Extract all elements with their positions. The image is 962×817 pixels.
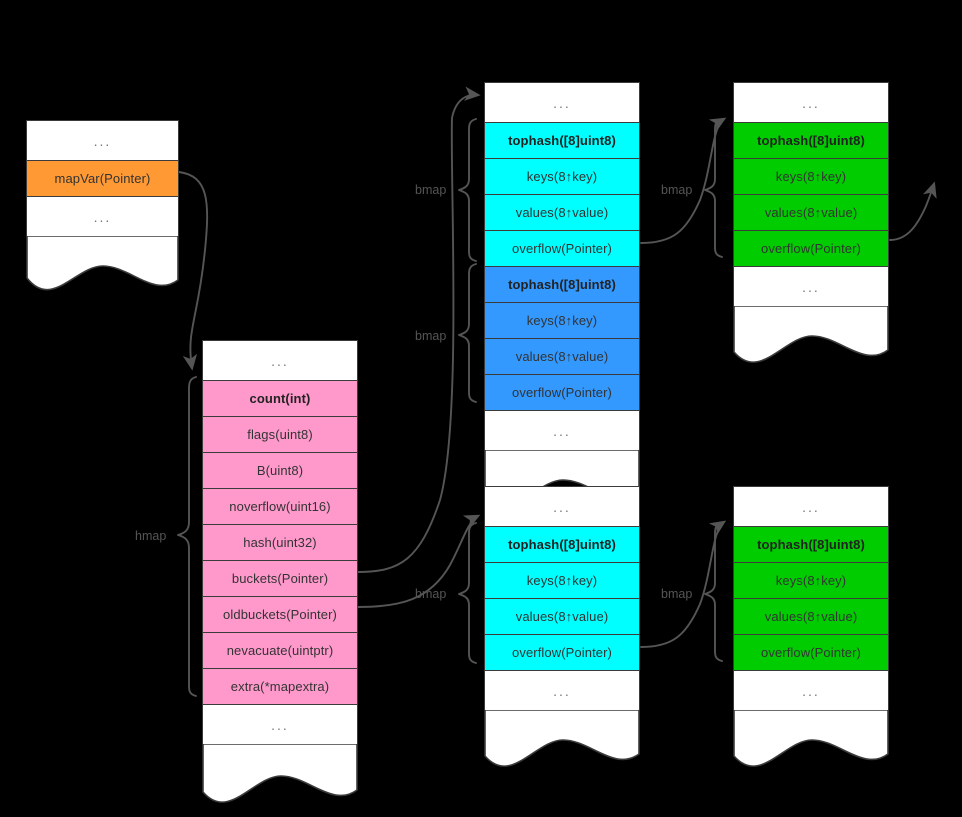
hmap-row-extra[interactable]: extra(*mapextra) — [202, 668, 358, 704]
brace-bmap-blue — [458, 263, 477, 403]
stack-row-mapvar[interactable]: mapVar(Pointer) — [26, 160, 179, 196]
brace-label-hmap: hmap — [135, 529, 167, 543]
arrow-overflow-bottom — [640, 520, 727, 648]
brace-bmap-green-bottom — [704, 522, 723, 662]
ovbot-row-tophash[interactable]: tophash([8]uint8) — [733, 526, 889, 562]
oldbuckets-row-ellipsis-bottom: ... — [484, 670, 640, 710]
ovbot-row-values[interactable]: values(8↑value) — [733, 598, 889, 634]
overflow-bucket-top-box: ... tophash([8]uint8) keys(8↑key) values… — [733, 82, 889, 370]
buckets-row-values-2[interactable]: values(8↑value) — [484, 338, 640, 374]
arrow-mapvar-to-hmap — [178, 171, 209, 371]
oldbuckets-torn-edge — [484, 710, 640, 774]
overflow-bucket-bottom-box: ... tophash([8]uint8) keys(8↑key) values… — [733, 486, 889, 774]
buckets-row-ellipsis-bottom: ... — [484, 410, 640, 450]
brace-bmap-cyan-top — [458, 118, 477, 262]
oldbuckets-row-keys[interactable]: keys(8↑key) — [484, 562, 640, 598]
buckets-row-tophash-1[interactable]: tophash([8]uint8) — [484, 122, 640, 158]
oldbuckets-array-box: ... tophash([8]uint8) keys(8↑key) values… — [484, 486, 640, 774]
ovtop-row-ellipsis-bottom: ... — [733, 266, 889, 306]
brace-bmap-green-top — [704, 118, 723, 258]
oldbuckets-row-overflow[interactable]: overflow(Pointer) — [484, 634, 640, 670]
buckets-row-keys-1[interactable]: keys(8↑key) — [484, 158, 640, 194]
stack-frame-box: ... mapVar(Pointer) ... — [26, 120, 179, 302]
oldbuckets-row-values[interactable]: values(8↑value) — [484, 598, 640, 634]
ovtop-row-overflow[interactable]: overflow(Pointer) — [733, 230, 889, 266]
brace-hmap — [177, 376, 197, 697]
buckets-array-box: ... tophash([8]uint8) keys(8↑key) values… — [484, 82, 640, 514]
ovbot-row-ellipsis-top: ... — [733, 486, 889, 526]
hmap-row-noverflow[interactable]: noverflow(uint16) — [202, 488, 358, 524]
stack-row-ellipsis-bottom: ... — [26, 196, 179, 236]
ovbot-torn-edge — [733, 710, 889, 774]
brace-label-bmap-cyan-bottom: bmap — [415, 587, 447, 601]
hmap-torn-edge — [202, 744, 358, 810]
hmap-row-ellipsis-top: ... — [202, 340, 358, 380]
buckets-row-keys-2[interactable]: keys(8↑key) — [484, 302, 640, 338]
ovbot-row-ellipsis-bottom: ... — [733, 670, 889, 710]
ovbot-row-keys[interactable]: keys(8↑key) — [733, 562, 889, 598]
brace-label-bmap-green-top: bmap — [661, 183, 693, 197]
ovbot-row-overflow[interactable]: overflow(Pointer) — [733, 634, 889, 670]
ovtop-row-tophash[interactable]: tophash([8]uint8) — [733, 122, 889, 158]
oldbuckets-row-tophash[interactable]: tophash([8]uint8) — [484, 526, 640, 562]
hmap-row-hash[interactable]: hash(uint32) — [202, 524, 358, 560]
brace-label-bmap-blue: bmap — [415, 329, 447, 343]
ovtop-row-ellipsis-top: ... — [733, 82, 889, 122]
brace-label-bmap-cyan-top: bmap — [415, 183, 447, 197]
arrow-overflow-chain-out — [889, 181, 937, 241]
ovtop-torn-edge — [733, 306, 889, 370]
arrow-overflow-top — [640, 117, 727, 244]
brace-label-bmap-green-bottom: bmap — [661, 587, 693, 601]
ovtop-row-keys[interactable]: keys(8↑key) — [733, 158, 889, 194]
buckets-row-overflow-2[interactable]: overflow(Pointer) — [484, 374, 640, 410]
oldbuckets-row-ellipsis-top: ... — [484, 486, 640, 526]
hmap-row-nevacuate[interactable]: nevacuate(uintptr) — [202, 632, 358, 668]
buckets-row-overflow-1[interactable]: overflow(Pointer) — [484, 230, 640, 266]
hmap-row-oldbuckets[interactable]: oldbuckets(Pointer) — [202, 596, 358, 632]
hmap-box: ... count(int) flags(uint8) B(uint8) nov… — [202, 340, 358, 810]
buckets-row-values-1[interactable]: values(8↑value) — [484, 194, 640, 230]
ovtop-row-values[interactable]: values(8↑value) — [733, 194, 889, 230]
hmap-row-count[interactable]: count(int) — [202, 380, 358, 416]
stack-row-ellipsis-top: ... — [26, 120, 179, 160]
hmap-row-buckets[interactable]: buckets(Pointer) — [202, 560, 358, 596]
buckets-row-ellipsis-top: ... — [484, 82, 640, 122]
brace-bmap-cyan-bottom — [458, 522, 477, 664]
stack-torn-edge — [26, 236, 179, 302]
buckets-row-tophash-2[interactable]: tophash([8]uint8) — [484, 266, 640, 302]
hmap-row-ellipsis-bottom: ... — [202, 704, 358, 744]
hmap-row-b[interactable]: B(uint8) — [202, 452, 358, 488]
hmap-row-flags[interactable]: flags(uint8) — [202, 416, 358, 452]
